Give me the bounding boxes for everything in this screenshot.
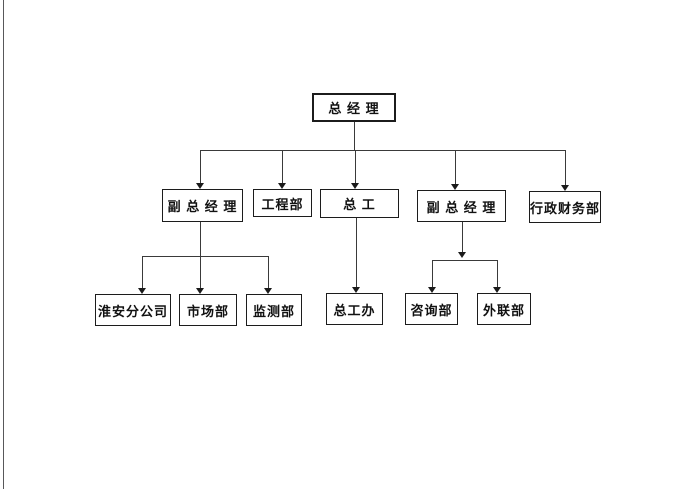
page-edge-rule — [3, 0, 4, 489]
node-chief-engineer: 总 工 — [320, 189, 399, 218]
node-admin-finance-dept: 行政财务部 — [529, 191, 601, 223]
arrowhead-dgm-left — [196, 183, 204, 189]
arrowhead-office — [352, 287, 360, 293]
connector-chief-down — [356, 218, 357, 287]
connector-drop-external — [497, 260, 498, 287]
arrowhead-chief — [351, 183, 359, 189]
node-consulting-dept: 咨询部 — [405, 293, 458, 325]
node-deputy-gm-left: 副 总 经 理 — [162, 189, 243, 222]
connector-drop-huaian — [142, 256, 143, 288]
connector-dgm-left-down — [200, 222, 201, 256]
arrowhead-dgm-right — [451, 184, 459, 190]
connector-dgm-right-down — [462, 222, 463, 252]
arrowhead-huaian — [138, 288, 146, 294]
arrowhead-market — [196, 288, 204, 294]
arrowhead-engineering — [278, 183, 286, 189]
connector-drop-dgm-right — [455, 150, 456, 185]
node-external-relations-dept: 外联部 — [477, 293, 531, 325]
connector-drop-market — [200, 256, 201, 288]
node-chief-engineer-office: 总工办 — [326, 293, 383, 325]
connector-drop-engineering — [282, 150, 283, 184]
arrowhead-into-bus-right — [458, 252, 466, 258]
node-marketing-dept: 市场部 — [179, 294, 237, 326]
arrowhead-external — [493, 287, 501, 293]
arrowhead-consult — [428, 287, 436, 293]
node-general-manager: 总 经 理 — [312, 93, 396, 122]
connector-bus-left — [142, 256, 269, 257]
connector-bus-right — [432, 260, 498, 261]
connector-drop-chief — [355, 150, 356, 184]
connector-drop-dgm-left — [200, 150, 201, 184]
arrowhead-admin — [561, 185, 569, 191]
node-huaian-branch: 淮安分公司 — [95, 294, 171, 326]
arrowhead-monitor — [264, 288, 272, 294]
node-engineering-dept: 工程部 — [253, 189, 312, 217]
connector-drop-consult — [432, 260, 433, 287]
connector-gm-down — [354, 122, 355, 150]
connector-bus-level2 — [200, 150, 566, 151]
node-monitoring-dept: 监测部 — [246, 294, 302, 326]
node-deputy-gm-right: 副 总 经 理 — [417, 190, 506, 222]
connector-drop-admin — [565, 150, 566, 186]
connector-drop-monitor — [268, 256, 269, 288]
